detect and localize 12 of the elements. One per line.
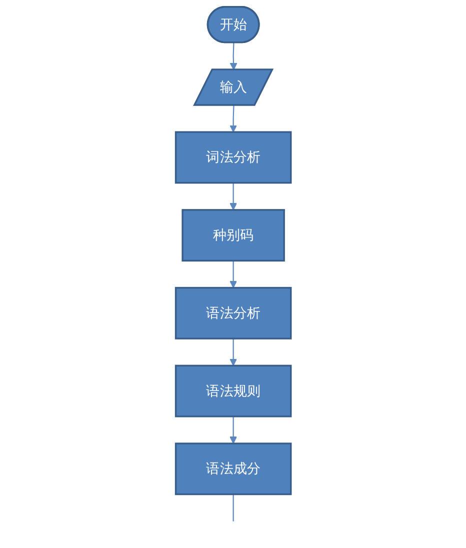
arrow [229,182,237,210]
node-box: 种别码 [181,209,285,262]
node-box: 词法分析 [174,131,292,184]
node-box: 语法分析 [174,286,292,340]
arrow [230,42,237,70]
arrow [229,338,237,366]
node-box: 语法成分 [174,442,292,496]
node-box: 语法规则 [174,364,292,418]
arrow [229,260,237,288]
arrow [229,416,237,444]
arrow [229,105,237,132]
connector [232,494,234,522]
